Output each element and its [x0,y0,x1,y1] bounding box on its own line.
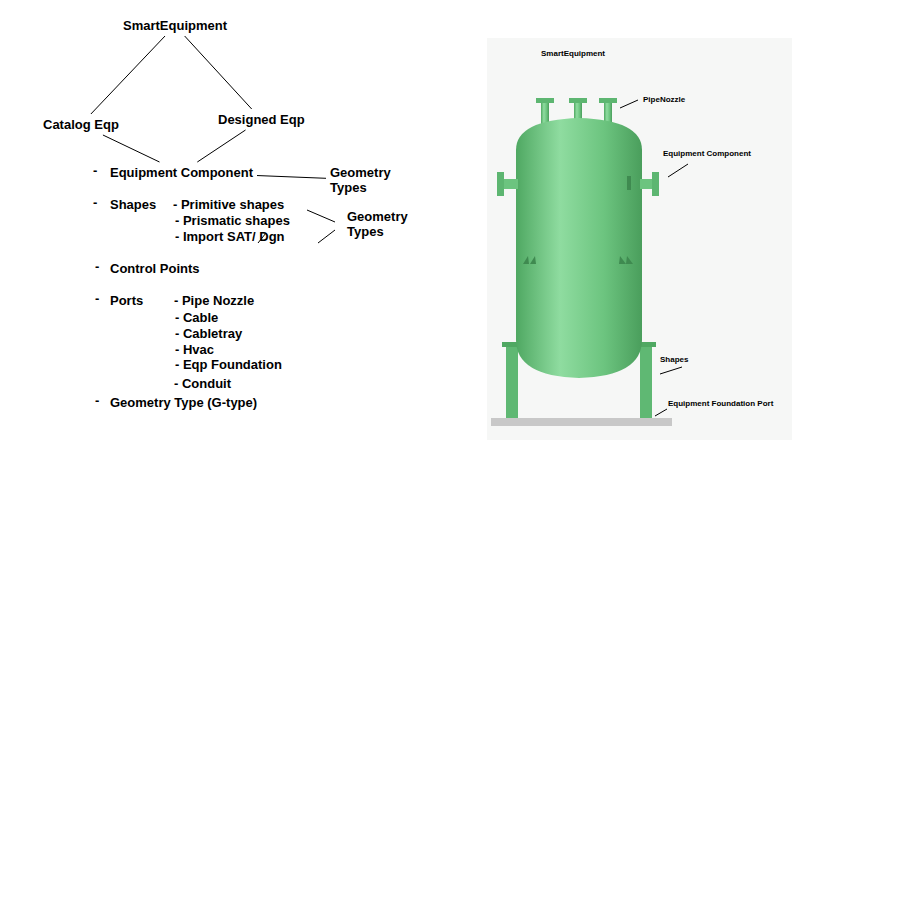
geometry-node: Geometry Types [328,164,408,196]
tree-connector [91,36,165,114]
bullet-dash: - [95,291,99,306]
merge-node: Equipment Component [108,164,255,181]
bullet-dash: - [95,259,99,274]
branch-node: Catalog Eqp [41,116,121,133]
sub-item: - Cable [175,310,218,325]
list-item: Shapes [110,197,156,212]
callout-label: PipeNozzle [643,95,685,105]
tree-connector [185,36,252,109]
illustration-title: SmartEquipment [541,49,605,59]
bullet-dash: - [95,393,99,408]
group-label: Geometry Types [347,209,423,239]
sub-item: - Primitive shapes [173,197,284,212]
list-item: Ports [110,293,143,308]
list-item: Geometry Type (G-type) [110,395,257,410]
callout-label: Equipment Component [663,149,751,159]
foundation-plate [491,418,672,426]
sub-item: - Pipe Nozzle [174,293,254,308]
leader-lines [620,100,688,416]
sub-item: - Cabletray [175,326,242,341]
root-node: SmartEquipment [121,17,229,34]
tree-connector [197,130,245,162]
node-text: Designed Eqp [218,112,305,127]
sub-item: - Conduit [174,376,231,391]
node-text: Catalog Eqp [43,117,119,132]
lugs [523,256,633,264]
list-item: Control Points [110,261,200,276]
sub-item: - Eqp Foundation [175,357,282,372]
tree-connector [257,176,326,179]
side-nozzles [497,172,659,196]
bullet-dash: - [93,195,97,210]
callout-label: Shapes [660,355,688,365]
illustration-panel [487,38,792,440]
node-text: Geometry Types [330,165,406,195]
sub-item: - Prismatic shapes [175,213,290,228]
branch-node: Designed Eqp [216,111,307,128]
sub-item: - Import SAT/ Dgn [175,229,285,244]
vessel-body [516,118,642,378]
bullet-dash: - [93,163,97,178]
node-text: SmartEquipment [123,18,227,33]
tree-connector [103,135,160,162]
sub-item: - Hvac [175,342,214,357]
callout-label: Equipment Foundation Port [668,399,773,409]
node-text: Equipment Component [110,165,253,180]
